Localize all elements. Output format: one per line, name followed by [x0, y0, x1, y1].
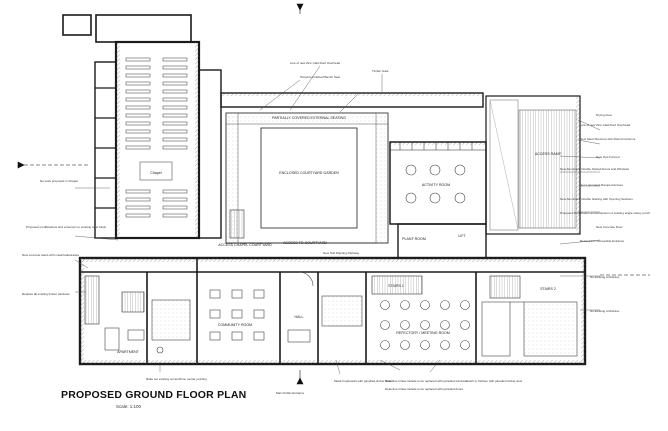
- note-timber-windows: Replace all existing timber windows: [22, 292, 70, 296]
- hall-fixtures: [287, 271, 363, 343]
- room-label-stairs-2: STAIRS 2: [540, 287, 556, 291]
- note-new-aluminium-doors: New Aluminium Double Glazed Doors and Wi…: [560, 167, 630, 171]
- room-label-activity-room: ACTIVITY ROOM: [422, 183, 450, 187]
- note-ramped-access: Non Laminated Ramped Access: [580, 183, 623, 187]
- note-no-existing-access-1: No Existing Architrave: [590, 275, 620, 279]
- community-room-tables: [209, 289, 265, 341]
- room-label-lift: LIFT: [458, 234, 466, 238]
- note-aluminium-glazing: New Aluminium Double Glazing with Openin…: [560, 197, 633, 201]
- room-label-chapel: Chapel: [150, 171, 162, 175]
- note-new-zinc-roof: Line of new Zinc Clad Roof Overhead: [290, 61, 340, 65]
- note-proposed-mods: Proposed modifications and extension to …: [26, 225, 107, 229]
- chapel-pews: [125, 57, 188, 218]
- room-label-external-seating: PARTIALLY COVERED EXTERNAL SEATING: [272, 116, 346, 120]
- section-markers: [17, 3, 650, 385]
- note-defective-timber-2: Defective timber facade to be replaced w…: [385, 387, 464, 391]
- room-label-community-room: COMMUNITY ROOM: [218, 323, 252, 327]
- room-label-access-ramp: ACCESS RAMP: [535, 152, 562, 156]
- annotation-leaders: [74, 65, 601, 375]
- drawing-title: PROPOSED GROUND FLOOR PLAN: [61, 389, 247, 401]
- room-label-refectory: REFECTORY / MEETING ROOM: [396, 331, 450, 335]
- note-terrazzo-bench: Terrazzo Finished Bench Seat: [300, 75, 340, 79]
- note-line-of-roof: Line of new Zinc Clad Roof Overhead: [580, 123, 630, 127]
- note-hatch-to-kitchen: Hatch to Kitchen with panelled timber do…: [466, 379, 522, 383]
- courtyard-canopy: [225, 112, 389, 244]
- note-timber-gate: Timber Gate: [372, 69, 389, 73]
- note-new-concrete-stairs: New concrete stairs with metal balustrad…: [22, 253, 80, 257]
- room-label-courtyard: ENCLOSED COURTYARD GARDEN: [279, 171, 339, 175]
- note-no-work-chapel: No work proposed in Chapel: [40, 179, 78, 183]
- note-proposed-modification: Proposed Modification and Extension of e…: [560, 211, 650, 215]
- note-no-existing-access-2: No Existing Architrave: [590, 309, 620, 313]
- note-new-steel: New Steel Structure with Round Columns: [580, 137, 636, 141]
- room-label-hall: HALL: [295, 315, 304, 319]
- room-label-plant-room: PLANT ROOM: [402, 237, 426, 241]
- activity-room-tables: [405, 164, 466, 204]
- stairs: [84, 209, 521, 325]
- note-soft-planting: New Soft Planting Pathway: [323, 251, 360, 255]
- note-defective-timber-1: Defective timber facade to be replaced w…: [385, 379, 468, 383]
- kitchen-block: [481, 301, 578, 357]
- glazing-frame: [390, 142, 486, 151]
- apartment-fixtures: [104, 299, 191, 354]
- masonry-hatching: [80, 42, 585, 364]
- note-drying-area: Drying Area: [596, 113, 612, 117]
- note-restaurant-entrance: Restaurant / Accessible Entrance: [580, 239, 625, 243]
- note-main-entrance: Main Public Entrance: [276, 391, 305, 395]
- room-label-access-courtyard: ACCESS TO COURTYARD: [283, 241, 327, 245]
- drawing-scale: Scale: 1:100: [116, 404, 142, 409]
- room-label-apartment: APARTMENT: [117, 350, 140, 354]
- note-new-ops: New Ops Formed: [596, 155, 620, 159]
- refectory-tables: [380, 300, 470, 350]
- room-label-access-chapel: ACCESS CHAPEL COURTYARD: [218, 243, 272, 247]
- room-label-stairs: STAIRS 1: [388, 284, 404, 288]
- access-ramp: [489, 99, 577, 231]
- note-rake-out: Rake out existing cement/lime mortar poi…: [146, 377, 207, 381]
- note-metal-cupboards: Metal Cupboards with panelled timber doo…: [334, 379, 393, 383]
- note-new-concrete-floor: New Concrete Floor: [596, 225, 623, 229]
